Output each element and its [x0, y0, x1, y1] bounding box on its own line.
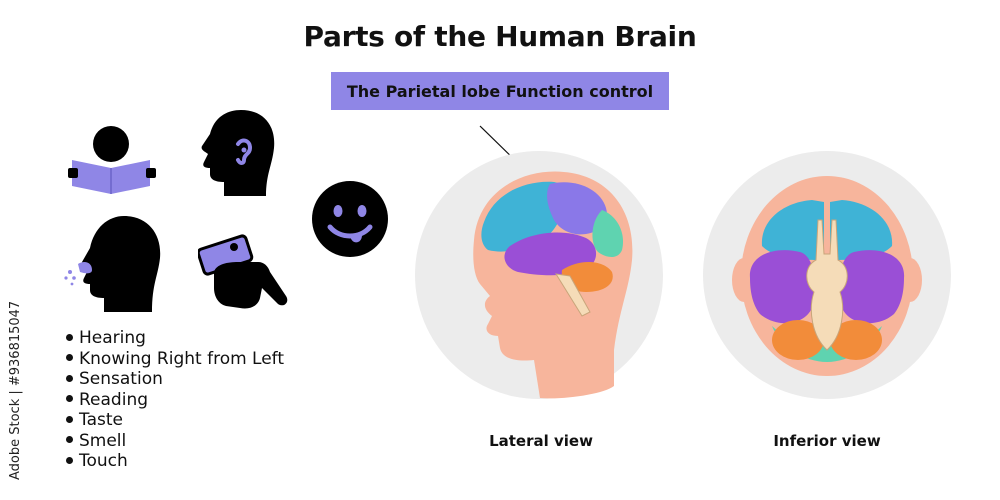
list-item-text: Taste: [79, 410, 123, 430]
frontal-lobe: [830, 200, 893, 260]
temporal-lobe: [749, 250, 815, 324]
cerebellum: [772, 320, 824, 360]
subtitle-text: The Parietal lobe Function control: [346, 81, 654, 101]
list-item: Knowing Right from Left: [66, 349, 284, 370]
function-list: Hearing Knowing Right from Left Sensatio…: [66, 328, 284, 472]
list-item: Taste: [66, 410, 284, 431]
bullet-icon: [66, 333, 73, 341]
ear-head-icon: [196, 108, 278, 198]
list-item: Hearing: [66, 328, 284, 349]
ear-right: [898, 258, 922, 302]
inferior-view-label: Inferior view: [773, 432, 881, 450]
ear-left: [732, 258, 756, 302]
tongue-face-icon: [310, 179, 390, 259]
pointing-hand-icon: [198, 232, 292, 312]
list-item: Touch: [66, 451, 284, 472]
list-item-text: Touch: [79, 451, 128, 471]
bullet-icon: [66, 354, 73, 361]
frontal-lobe: [761, 200, 824, 260]
list-item-text: Knowing Right from Left: [79, 348, 285, 369]
temporal-lobe: [839, 250, 905, 324]
lateral-view-diagram: [414, 150, 664, 410]
bullet-icon: [66, 436, 73, 443]
bullet-icon: [66, 374, 73, 382]
list-item-text: Hearing: [79, 328, 146, 348]
smell-head-icon: [62, 214, 168, 314]
brain-stem: [555, 273, 591, 317]
list-item-text: Reading: [79, 389, 149, 410]
subtitle-banner: The Parietal lobe Function control: [331, 72, 669, 110]
bullet-icon: [66, 395, 73, 402]
bullet-icon: [66, 415, 73, 423]
bullet-icon: [66, 456, 73, 464]
list-item-text: Smell: [79, 430, 127, 451]
stock-credit-watermark: Adobe Stock | #936815047: [8, 300, 23, 480]
brain-stem: [806, 219, 848, 351]
list-item: Smell: [66, 431, 284, 452]
list-item: Sensation: [66, 369, 284, 390]
lateral-view-label: Lateral view: [489, 432, 593, 450]
list-item: Reading: [66, 390, 284, 411]
page-title: Parts of the Human Brain: [303, 20, 697, 53]
occipital-lobe: [592, 210, 624, 257]
inferior-view-diagram: [700, 150, 955, 410]
cerebellum: [830, 320, 882, 360]
list-item-text: Sensation: [79, 369, 163, 389]
parietal-lobe: [547, 182, 607, 235]
reading-person-icon: [66, 124, 158, 196]
